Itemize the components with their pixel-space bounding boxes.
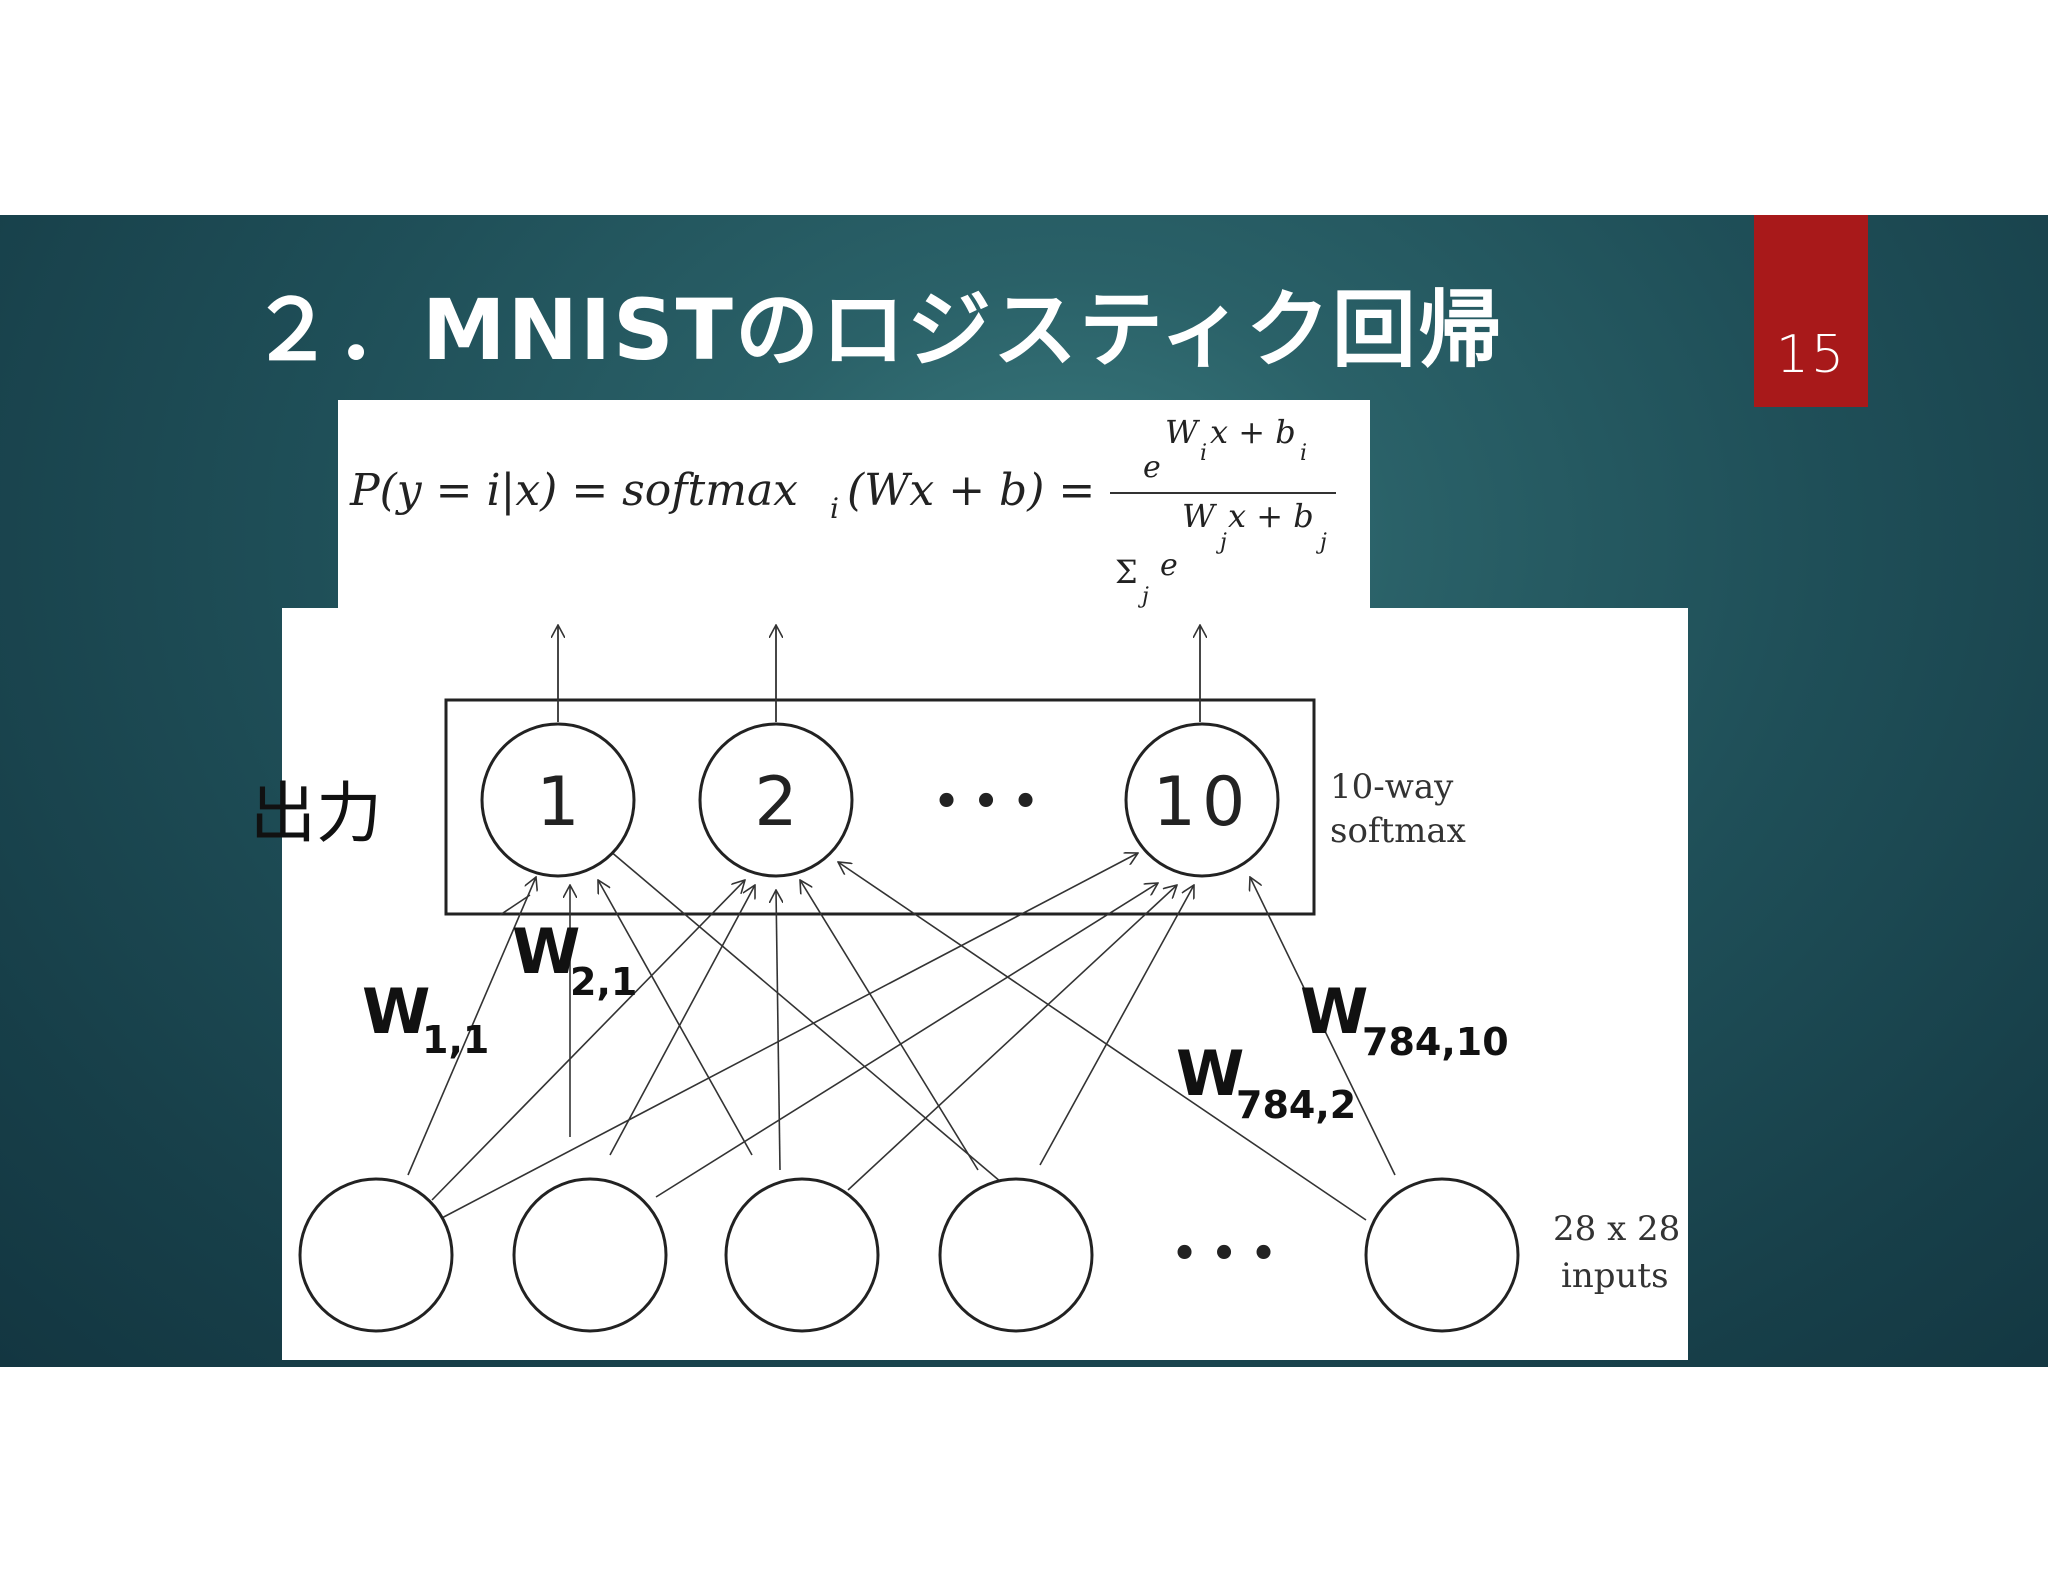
weight-label-2-1-sub: 2,1	[570, 960, 637, 1004]
connection	[1039, 885, 1194, 1166]
weight-label-784-2-base: W	[1176, 1037, 1244, 1110]
inputs-label-line2: inputs	[1561, 1256, 1669, 1296]
input-node	[724, 1177, 880, 1333]
formula-lhs-sub: i	[830, 492, 839, 525]
formula-panel	[338, 400, 1370, 620]
output-node-10	[1124, 722, 1280, 878]
output-node-10-label: 10	[1153, 763, 1252, 842]
weight-labels: W 1,1 W 2,1 W 784,2 W 784,10	[362, 915, 1509, 1127]
denominator-sigma: Σ	[1115, 553, 1138, 591]
output-arrows	[558, 625, 1200, 722]
connection	[499, 894, 531, 916]
weight-connections	[407, 845, 1396, 1221]
numerator-exp-sub: i	[1200, 441, 1207, 466]
inputs-label-line1: 28 x 28	[1553, 1209, 1680, 1249]
slide-title: ２．MNISTのロジスティク回帰	[250, 281, 1504, 379]
connection	[800, 880, 979, 1171]
output-node-2-label: 2	[754, 763, 797, 842]
numerator-base: e	[1143, 450, 1161, 485]
input-nodes: • • •	[298, 1177, 1520, 1333]
slide-background: 15 ２．MNISTのロジスティク回帰 出力 P(y = i|x) = soft…	[0, 215, 2048, 1367]
weight-label-784-2-sub: 784,2	[1236, 1083, 1356, 1127]
weight-label-1-1-base: W	[362, 975, 430, 1048]
network-diagram: P(y = i|x) = softmax i (Wx + b) = e W i …	[298, 413, 1680, 1333]
output-node-2	[698, 722, 854, 878]
weight-label-784-10-sub: 784,10	[1362, 1020, 1509, 1064]
connection	[437, 853, 1138, 1221]
denominator-exp: W	[1182, 497, 1218, 535]
softmax-formula: P(y = i|x) = softmax i (Wx + b) = e W i …	[349, 413, 1336, 609]
output-nodes: 1 2 10 • • •	[480, 722, 1280, 878]
weight-label-1-1-sub: 1,1	[422, 1018, 489, 1062]
input-node-784	[1364, 1177, 1520, 1333]
numerator-exp: W	[1165, 413, 1201, 451]
weight-label-784-10-base: W	[1300, 975, 1368, 1048]
connection	[431, 880, 745, 1201]
connection	[598, 880, 753, 1156]
denominator-sigma-sub: j	[1137, 584, 1149, 609]
connection	[609, 885, 755, 1156]
output-node-1	[480, 722, 636, 878]
denominator-exp-rest-sub: j	[1315, 530, 1327, 555]
connection	[655, 883, 1158, 1198]
output-label: 出力	[250, 775, 382, 852]
input-node	[298, 1177, 454, 1333]
connection	[838, 862, 1367, 1221]
formula-lhs: P(y = i|x) = softmax	[349, 465, 798, 516]
numerator-exp-rest-sub: i	[1300, 441, 1307, 466]
softmax-layer-box	[444, 698, 1316, 916]
formula-mid: (Wx + b) =	[847, 465, 1095, 516]
layer-labels: 10-way softmax 28 x 28 inputs	[1330, 767, 1680, 1296]
softmax-label-line2: softmax	[1330, 811, 1466, 851]
input-node	[938, 1177, 1094, 1333]
page-number-badge: 15	[1754, 215, 1868, 407]
denominator-exp-rest: x + b	[1228, 497, 1314, 535]
connection	[1250, 877, 1396, 1176]
input-ellipsis: • • •	[1172, 1231, 1277, 1277]
output-ellipsis: • • •	[934, 779, 1039, 825]
page-number: 15	[1775, 325, 1847, 385]
denominator-exp-sub: j	[1215, 530, 1227, 555]
denominator-base: e	[1160, 548, 1178, 583]
numerator-exp-rest: x + b	[1210, 413, 1296, 451]
softmax-label-line1: 10-way	[1330, 767, 1454, 807]
connection	[407, 877, 536, 1176]
weight-label-2-1-base: W	[512, 915, 580, 988]
connection	[776, 890, 780, 1171]
input-node	[512, 1177, 668, 1333]
connection	[847, 885, 1177, 1191]
output-node-1-label: 1	[536, 763, 579, 842]
connection	[603, 845, 1041, 1216]
